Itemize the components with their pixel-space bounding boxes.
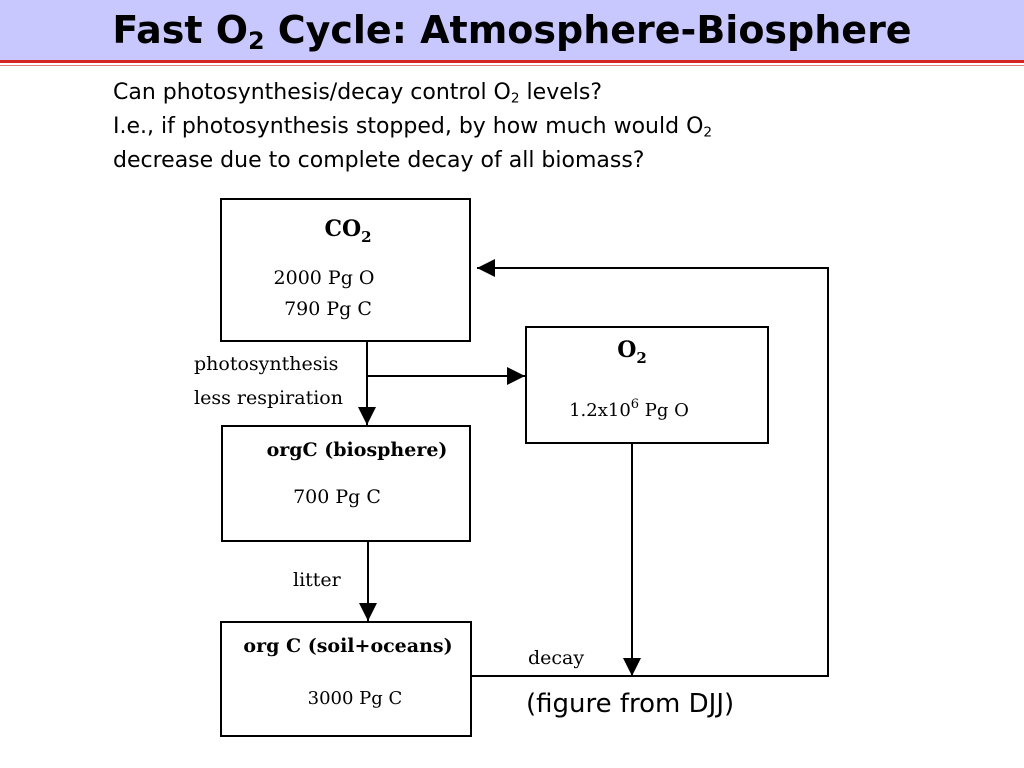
intro-line-1: Can photosynthesis/decay control O2 leve… [113,76,993,110]
intro-line-2-a: I.e., if photosynthesis stopped, by how … [113,114,704,139]
o2-box-title-main: O [617,337,636,363]
arrow-decay-loop [471,259,829,677]
intro-line-1-b: levels? [519,80,602,105]
biosphere-box [221,425,471,542]
intro-line-3: decrease due to complete decay of all bi… [113,148,645,173]
biosphere-box-value: 700 Pg C [293,486,381,508]
co2-box-title: CO2 [324,216,371,246]
o2-box-value-base: 1.2x10 [569,400,631,421]
figure-caption: (figure from DJJ) [526,689,735,719]
title-rule [0,60,1024,63]
co2-box [220,198,471,342]
co2-box-title-sub: 2 [361,228,371,246]
o2-box-value-unit: Pg O [639,400,689,421]
intro-text: Can photosynthesis/decay control O2 leve… [113,76,993,178]
label-less-respiration: less respiration [194,387,343,409]
o2-box-title: O2 [617,337,647,367]
o2-box [525,326,769,444]
label-decay: decay [528,647,584,669]
label-litter: litter [293,569,342,591]
soil-oceans-box [220,621,472,737]
o2-box-title-sub: 2 [636,349,646,367]
slide-title: Fast O2 Cycle: Atmosphere-Biosphere [0,4,1024,56]
biosphere-box-title: orgC (biosphere) [267,439,448,461]
intro-line-2-sub: 2 [703,124,713,141]
label-photosynthesis: photosynthesis [194,353,338,375]
intro-line-2: I.e., if photosynthesis stopped, by how … [113,110,993,144]
title-rest: Cycle: Atmosphere-Biosphere [264,8,912,52]
co2-box-title-main: CO [324,216,361,242]
title-rule-thin [0,65,1024,66]
intro-line-1-sub: 2 [510,90,520,107]
soil-oceans-box-title: org C (soil+oceans) [243,635,452,657]
title-main: Fast O [112,8,249,52]
o2-box-value-exp: 6 [631,397,639,412]
title-bar [0,0,1024,60]
intro-line-1-a: Can photosynthesis/decay control O [113,80,511,105]
co2-box-value-o: 2000 Pg O [274,267,375,289]
soil-oceans-box-value: 3000 Pg C [308,688,403,709]
o2-box-value: 1.2x106 Pg O [569,397,689,421]
title-subscript: 2 [248,26,265,55]
co2-box-value-c: 790 Pg C [284,298,372,320]
